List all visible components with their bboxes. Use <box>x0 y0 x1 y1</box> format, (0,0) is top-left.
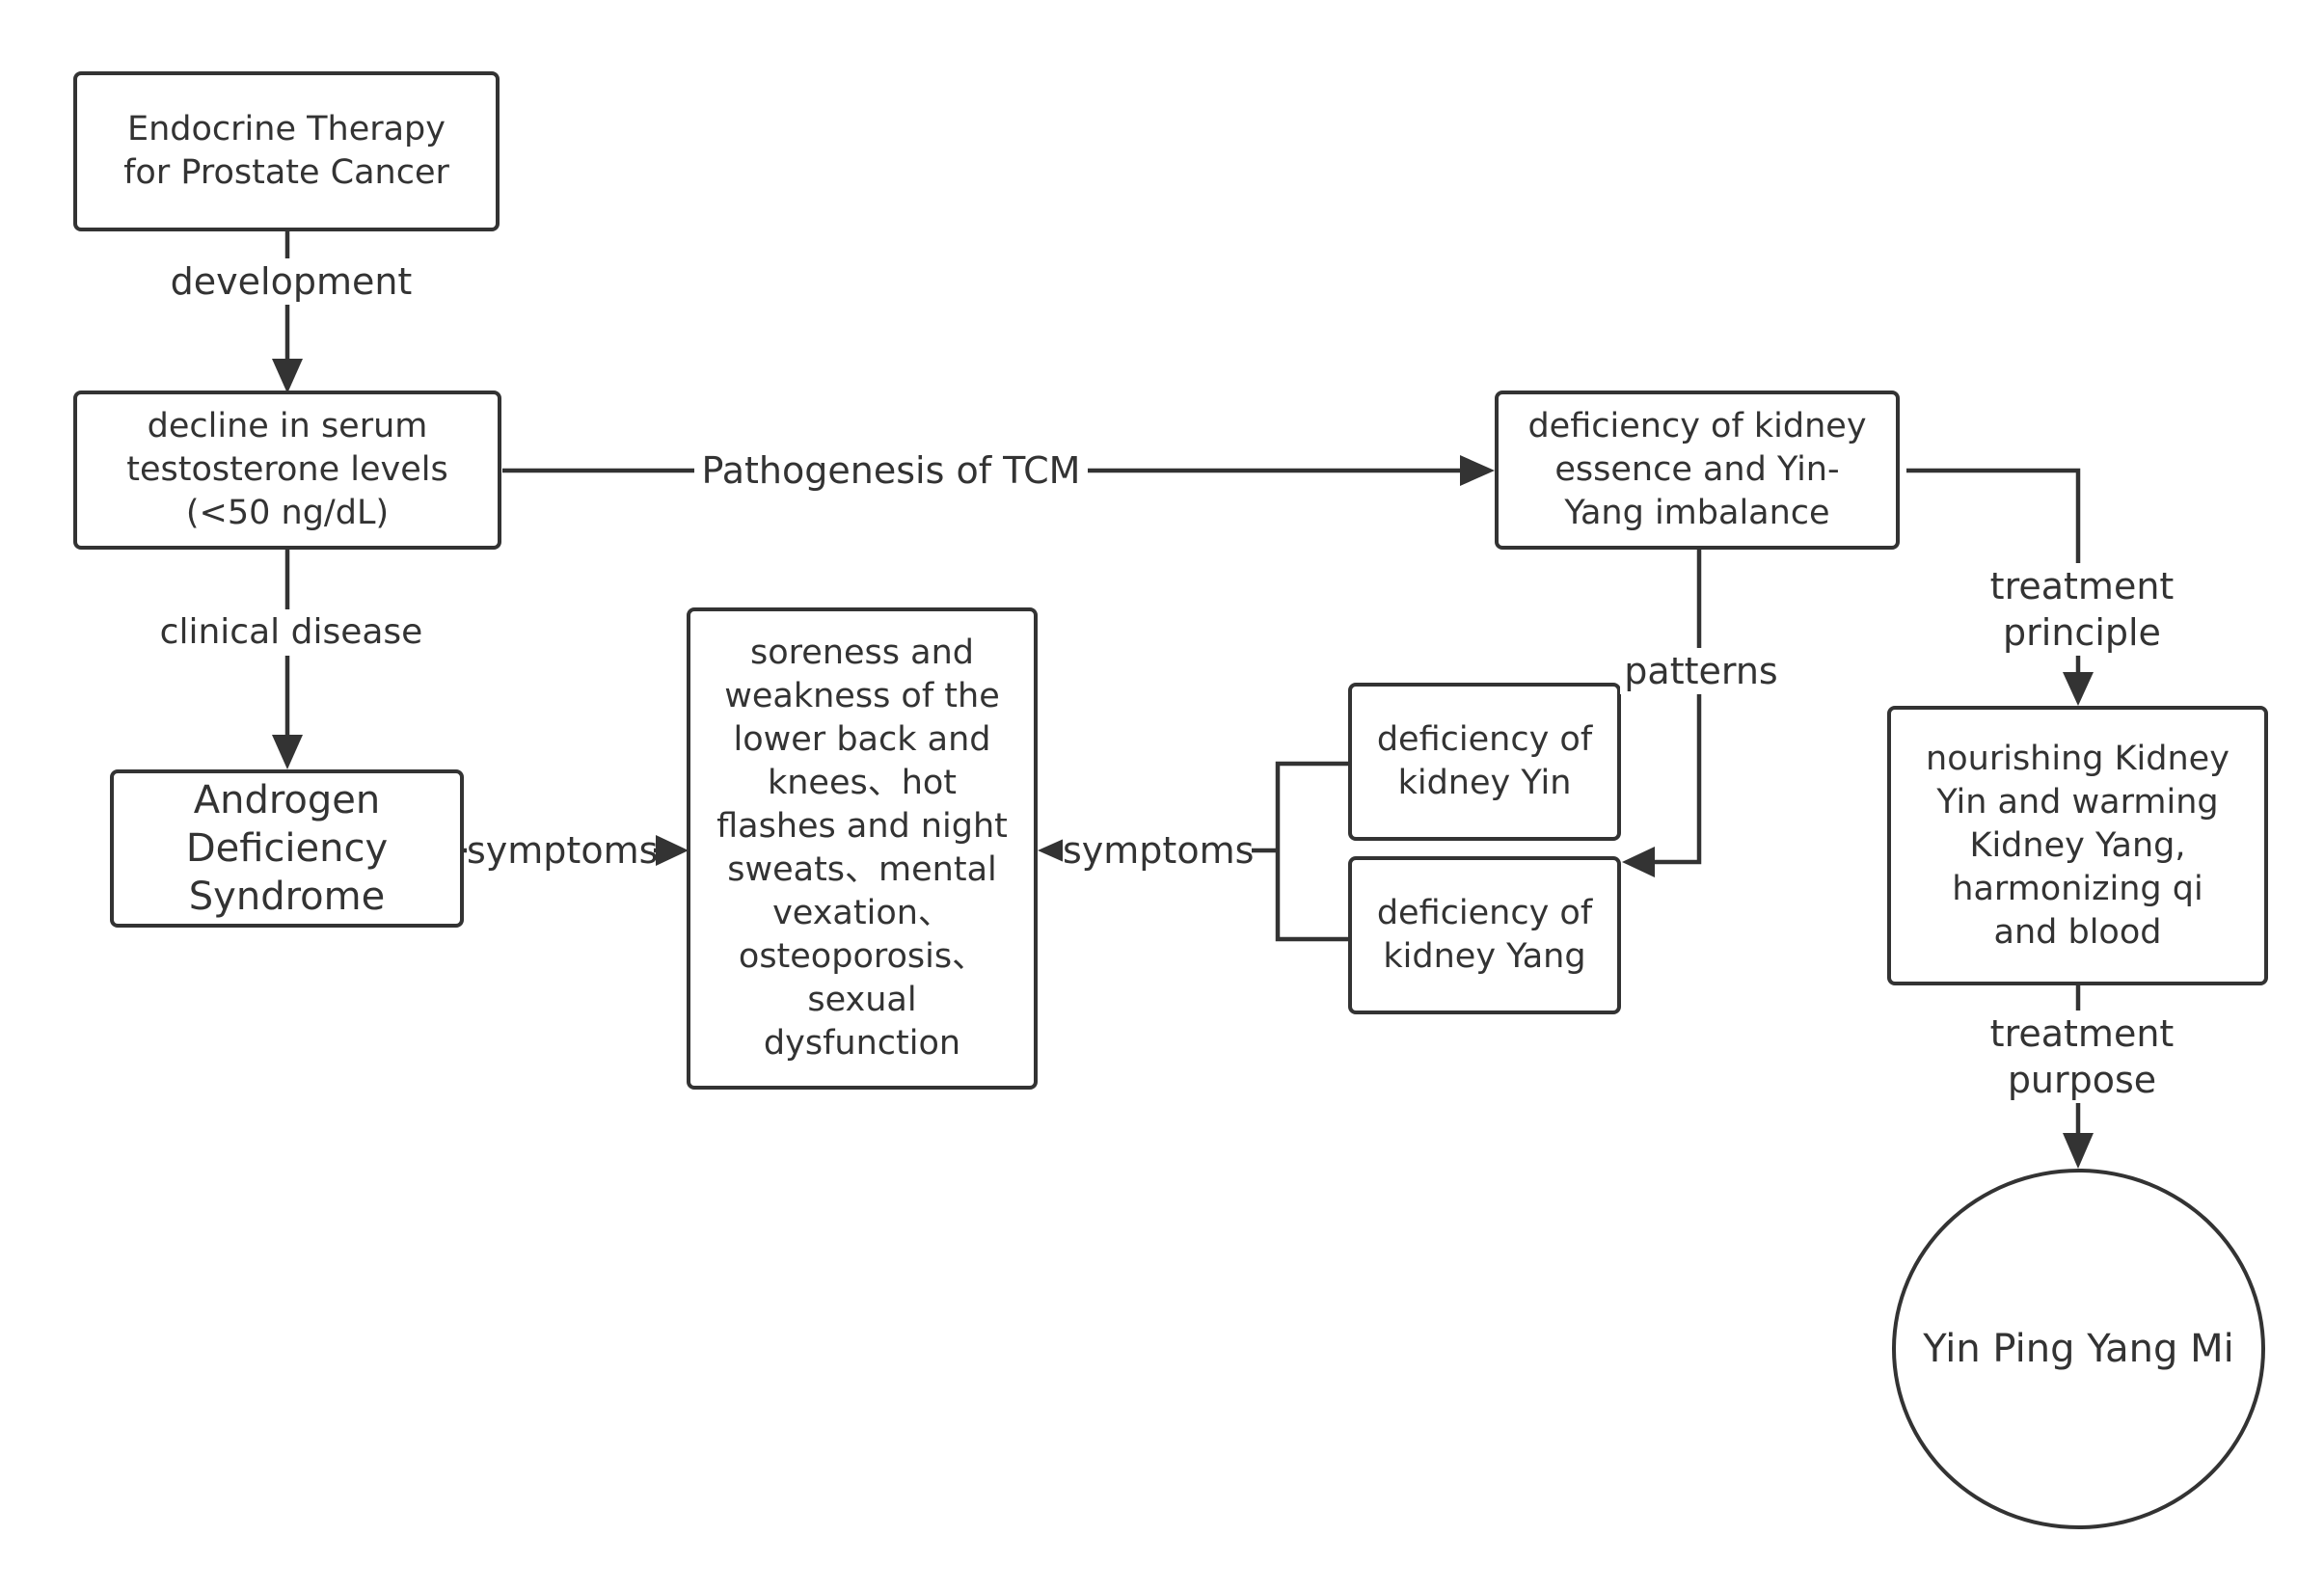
node-kidney-yin-deficiency: deficiency of kidney Yin <box>1348 683 1621 841</box>
edge-patterns <box>1644 550 1702 865</box>
edge-label-clinical-disease: clinical disease <box>152 609 430 656</box>
node-kidney-yang-deficiency: deficiency of kidney Yang <box>1348 856 1621 1014</box>
edge-label-symptoms-right: symptoms <box>1063 827 1255 874</box>
arrowhead-treatment-principle <box>2063 672 2094 706</box>
node-androgen-deficiency: Androgen Deficiency Syndrome <box>110 769 464 928</box>
arrowhead-symptoms-left <box>656 835 689 866</box>
edge-label-pathogenesis: Pathogenesis of TCM <box>694 447 1088 494</box>
node-symptoms-list: soreness and weakness of the lower back … <box>687 607 1038 1090</box>
node-symptoms-list-label: soreness and weakness of the lower back … <box>716 633 1008 1063</box>
edge-label-symptoms-left: symptoms <box>467 827 659 874</box>
node-androgen-deficiency-label: Androgen Deficiency Syndrome <box>185 778 389 919</box>
edge-label-patterns: patterns <box>1620 648 1782 694</box>
edge-label-treatment-principle: treatment principle <box>1967 563 2197 656</box>
node-kidney-essence-deficiency-label: deficiency of kidney essence and Yin- Ya… <box>1527 407 1867 532</box>
node-kidney-yin-deficiency-label: deficiency of kidney Yin <box>1376 720 1593 802</box>
edge-symptoms-right <box>1275 761 1355 942</box>
node-treatment-nourishing-label: nourishing Kidney Yin and warming Kidney… <box>1926 739 2229 952</box>
node-yin-ping-yang-mi-label: Yin Ping Yang Mi <box>1923 1327 2234 1371</box>
node-endocrine-therapy: Endocrine Therapy for Prostate Cancer <box>73 71 500 231</box>
node-kidney-essence-deficiency: deficiency of kidney essence and Yin- Ya… <box>1495 391 1900 550</box>
node-testosterone-decline: decline in serum testosterone levels (<5… <box>73 391 501 550</box>
arrowhead-development <box>272 359 303 393</box>
node-testosterone-decline-label: decline in serum testosterone levels (<5… <box>126 407 448 532</box>
arrowhead-patterns <box>1622 847 1655 877</box>
node-yin-ping-yang-mi: Yin Ping Yang Mi <box>1892 1169 2265 1529</box>
edge-label-development: development <box>162 258 420 305</box>
edge-label-treatment-purpose: treatment purpose <box>1967 1011 2197 1103</box>
node-kidney-yang-deficiency-label: deficiency of kidney Yang <box>1376 894 1593 976</box>
node-endocrine-therapy-label: Endocrine Therapy for Prostate Cancer <box>123 110 449 192</box>
arrowhead-treatment-purpose <box>2063 1133 2094 1169</box>
arrowhead-pathogenesis <box>1460 455 1495 486</box>
arrowhead-clinical-disease <box>272 735 303 769</box>
node-treatment-nourishing: nourishing Kidney Yin and warming Kidney… <box>1887 706 2268 985</box>
